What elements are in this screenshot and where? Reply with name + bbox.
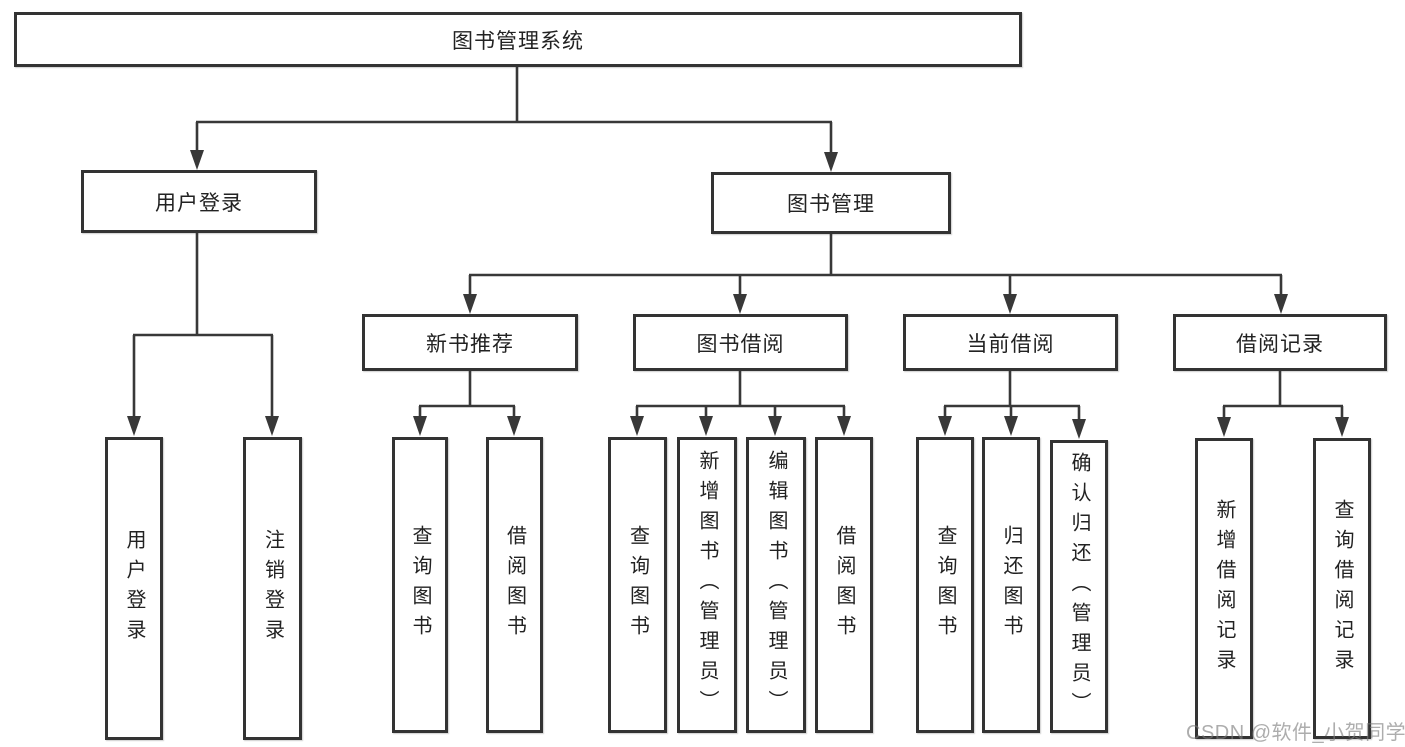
node-borrowing-records: 借阅记录 [1173,314,1387,371]
leaf-cb-confirm-return-admin: 确认归还（管理员） [1050,440,1108,733]
node-book-borrowing: 图书借阅 [633,314,848,371]
leaf-nbr-query-books: 查询图书 [392,437,448,733]
node-user-login: 用户登录 [81,170,317,233]
node-book-management: 图书管理 [711,172,951,234]
leaf-br-add-record: 新增借阅记录 [1195,438,1253,739]
leaf-cb-query-books: 查询图书 [916,437,974,733]
node-library-management-system: 图书管理系统 [14,12,1022,67]
leaf-bb-borrow-books: 借阅图书 [815,437,873,733]
leaf-cb-return-books: 归还图书 [982,437,1040,733]
leaf-bb-edit-books-admin: 编辑图书（管理员） [746,437,806,733]
node-new-book-recommend: 新书推荐 [362,314,578,371]
leaf-logout-login: 注销登录 [243,437,302,740]
leaf-nbr-borrow-books: 借阅图书 [486,437,543,733]
node-current-borrowing: 当前借阅 [903,314,1118,371]
leaf-bb-query-books: 查询图书 [608,437,667,733]
arrowhead-group [127,150,1349,439]
leaf-br-query-record: 查询借阅记录 [1313,438,1371,739]
csdn-watermark: CSDN @软件_小贺同学 [1186,722,1405,744]
leaf-user-login: 用户登录 [105,437,163,740]
leaf-bb-add-books-admin: 新增图书（管理员） [677,437,737,733]
